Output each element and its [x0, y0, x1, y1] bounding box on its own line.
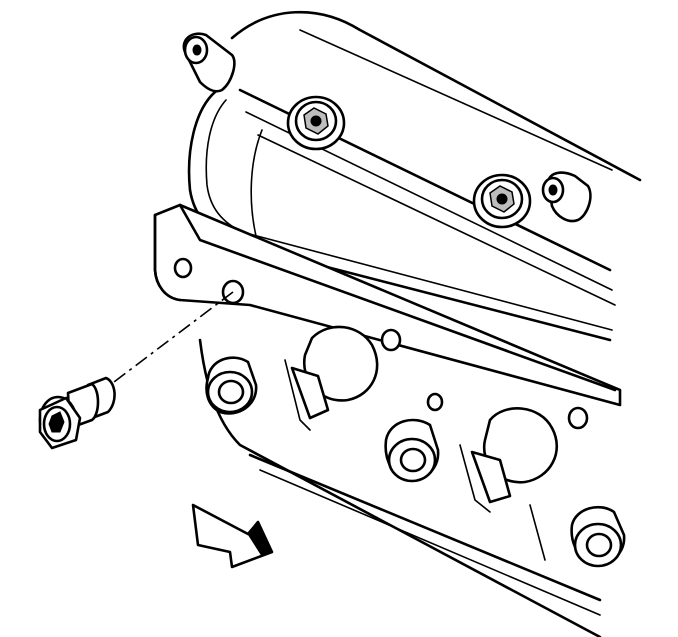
head-plug [38, 376, 116, 450]
manifold-stud-3 [570, 505, 626, 568]
cover-bolt-1 [286, 95, 346, 151]
cylinder-head-flange [153, 203, 622, 430]
exhaust-ports [302, 325, 558, 484]
cover-lug-left [182, 32, 236, 93]
manifold-stud-2 [384, 418, 440, 483]
direction-arrow-icon [191, 503, 274, 569]
port-dividers [290, 366, 512, 504]
cover-lug-right [541, 171, 592, 223]
manifold-stud-1 [205, 356, 258, 415]
leader-line [109, 291, 234, 386]
cover-bolt-2 [472, 173, 532, 229]
